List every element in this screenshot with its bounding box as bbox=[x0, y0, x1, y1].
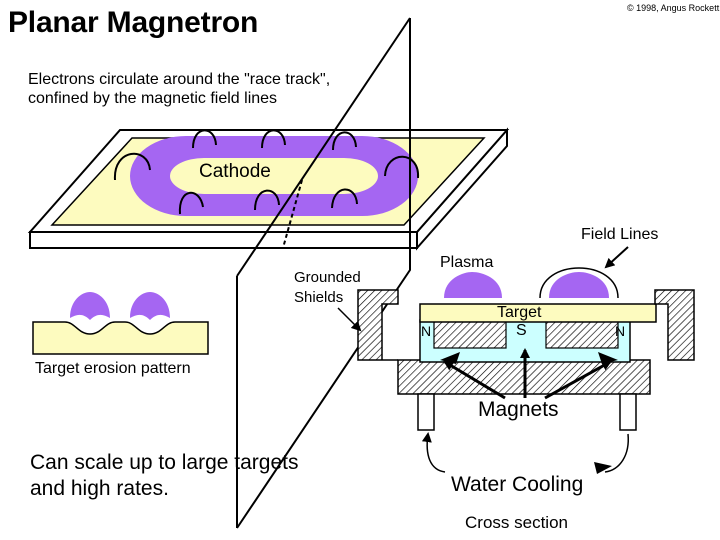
scale-note: Can scale up to large targets and high r… bbox=[30, 451, 299, 500]
section-plane bbox=[236, 17, 411, 529]
cross-section-label: Cross section bbox=[465, 513, 568, 532]
cathode-plate bbox=[27, 127, 510, 251]
field-lines-label: Field Lines bbox=[581, 226, 659, 243]
magnets-label: Magnets bbox=[478, 398, 559, 421]
water-cooling-label: Water Cooling bbox=[451, 473, 584, 496]
field-line-arcs bbox=[113, 129, 420, 215]
north-pole-left-label: N bbox=[421, 323, 432, 339]
cross-section bbox=[337, 246, 695, 474]
target-label: Target bbox=[497, 304, 542, 321]
copyright-notice: © 1998, Angus Rockett bbox=[627, 3, 720, 13]
south-pole-label: S bbox=[516, 322, 527, 339]
cathode-label: Cathode bbox=[199, 161, 271, 182]
erosion-pattern-label: Target erosion pattern bbox=[35, 360, 191, 377]
race-track bbox=[130, 136, 418, 216]
north-pole-right-label: N bbox=[615, 323, 626, 339]
erosion-pattern bbox=[32, 292, 209, 355]
grounded-shields-label: Grounded Shields bbox=[294, 269, 361, 306]
plasma-label: Plasma bbox=[440, 254, 494, 271]
plasma-right bbox=[549, 272, 609, 298]
plasma-left bbox=[444, 272, 502, 298]
intro-text: Electrons circulate around the "race tra… bbox=[28, 71, 331, 107]
slide-title: Planar Magnetron bbox=[8, 6, 259, 39]
